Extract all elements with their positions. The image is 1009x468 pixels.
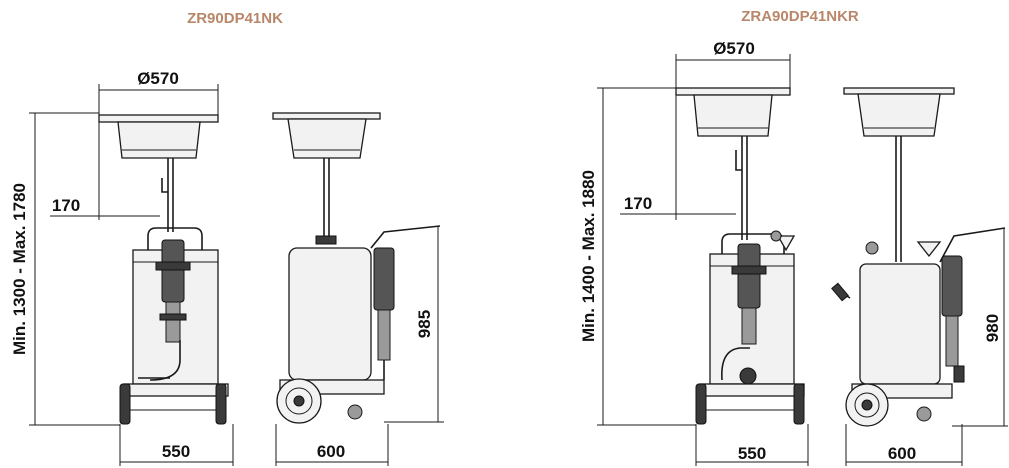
right-980-label: 980	[983, 314, 1002, 342]
right-width-550-label: 550	[738, 444, 766, 463]
left-depth-600-label: 600	[317, 442, 345, 461]
right-bottom-dimensions: 550 600	[695, 424, 963, 466]
right-depth-600-label: 600	[888, 444, 916, 463]
right-diameter-dimension: Ø570	[675, 39, 791, 92]
right-offset-dimension: 170	[620, 95, 736, 220]
right-980-dimension: 980	[952, 228, 1008, 427]
right-model-label: ZRA90DP41NKR	[741, 8, 859, 25]
right-height-dimension: Min. 1400 - Max. 1880	[579, 87, 696, 426]
left-offset-label: 170	[52, 196, 80, 215]
left-985-dimension: 985	[384, 226, 444, 423]
left-side-view	[272, 112, 441, 424]
left-model-label: ZR90DP41NK	[187, 10, 283, 27]
right-offset-label: 170	[624, 194, 652, 213]
left-height-range-label: Min. 1300 - Max. 1780	[10, 183, 29, 355]
right-front-view	[675, 87, 805, 425]
right-height-range-label: Min. 1400 - Max. 1880	[579, 170, 598, 342]
left-height-dimension: Min. 1300 - Max. 1780	[10, 112, 120, 426]
left-985-label: 985	[415, 310, 434, 338]
left-bottom-dimensions: 550 600	[119, 424, 389, 466]
left-front-view	[98, 114, 229, 425]
left-diameter-label: Ø570	[137, 69, 179, 88]
right-diameter-label: Ø570	[713, 39, 755, 58]
left-diameter-dimension: Ø570	[98, 69, 219, 118]
left-width-550-label: 550	[162, 442, 190, 461]
right-unit-group: ZRA90DP41NKR Ø570	[579, 8, 1008, 466]
left-offset-dimension: 170	[50, 122, 160, 220]
right-side-view	[831, 87, 1006, 427]
left-unit-group: ZR90DP41NK Ø570	[10, 10, 444, 466]
